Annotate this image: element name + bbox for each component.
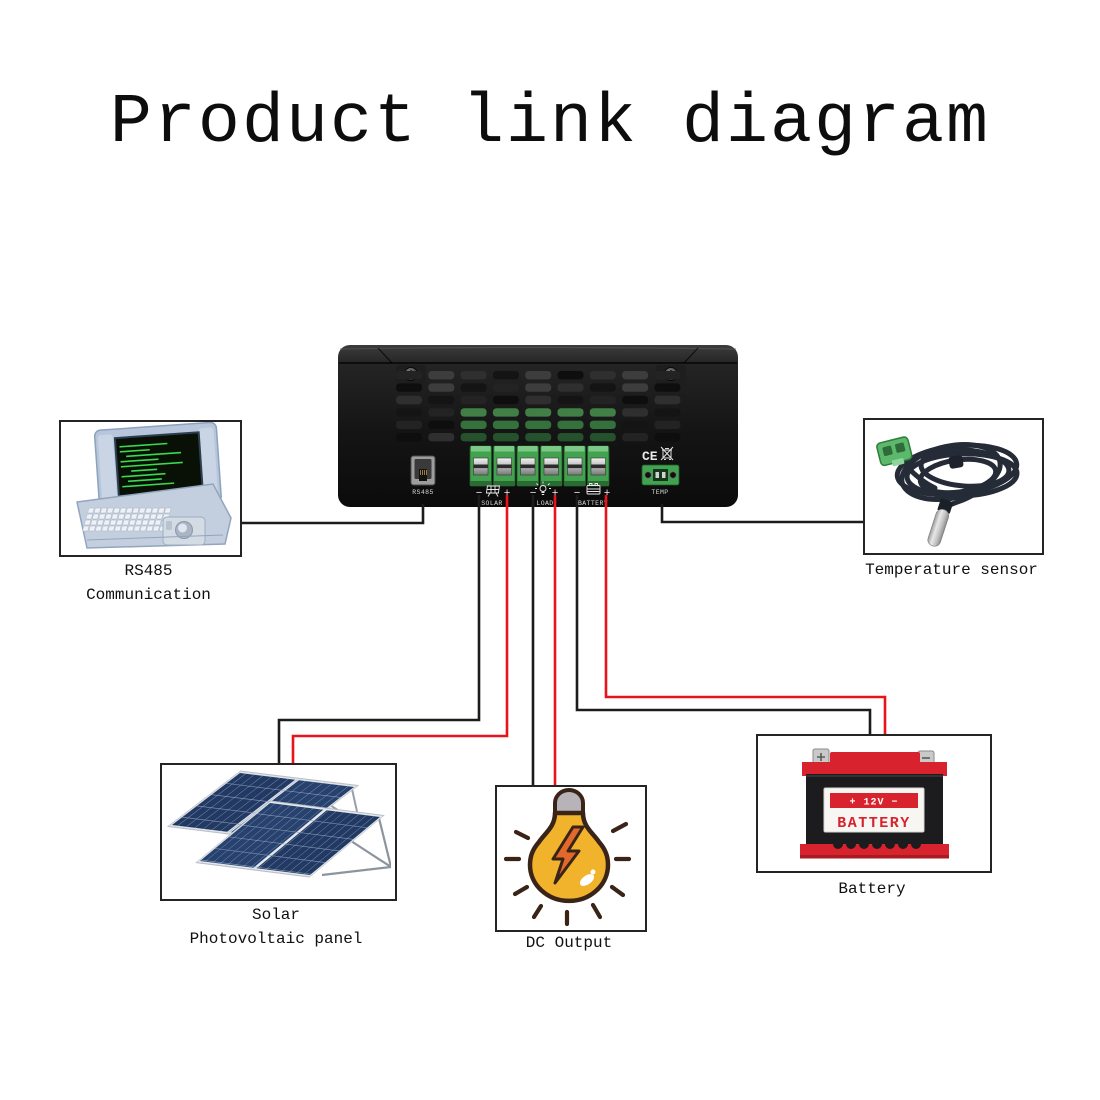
temperature-sensor-label: Temperature sensor <box>865 561 1038 579</box>
light-bulb-icon <box>503 788 632 927</box>
battery-cap-band <box>802 762 947 776</box>
rs485-port <box>410 455 436 486</box>
svg-text:LOAD: LOAD <box>536 500 553 507</box>
terminal-block <box>493 445 516 487</box>
plus-marking <box>817 753 825 761</box>
svg-text:BATTERY: BATTERY <box>578 500 608 507</box>
svg-text:+: + <box>604 488 611 500</box>
wire-battery-minus <box>575 495 872 734</box>
battery-base-notches <box>833 839 921 849</box>
lightning-bolt-icon <box>551 825 585 885</box>
lid-highlight <box>339 346 737 350</box>
svg-text:−: − <box>530 488 537 500</box>
temp-port-label: TEMP <box>651 489 668 496</box>
temperature-sensor-box <box>863 418 1044 555</box>
svg-text:+: + <box>504 488 511 500</box>
battery-terminal-icon <box>586 483 601 495</box>
svg-text:SOLAR: SOLAR <box>481 500 503 507</box>
page-title: Product link diagram <box>109 84 991 163</box>
sensor-cable-coil <box>894 442 1020 509</box>
charge-controller-image: RS485 CE TEMP − <box>338 345 738 507</box>
computer-front-edge <box>86 534 224 541</box>
terminal-block <box>516 445 539 487</box>
dc-output-box <box>495 785 647 932</box>
svg-text:−: − <box>574 488 581 500</box>
svg-text:−: − <box>476 488 483 500</box>
bulb-highlight <box>579 874 595 886</box>
charge-controller: RS485 CE TEMP − <box>338 345 738 507</box>
battery-image: + 12V − BATTERY <box>800 748 949 859</box>
dc-output-label: DC Output <box>525 934 613 952</box>
bulb-rays <box>503 821 632 927</box>
terminal-row <box>469 445 610 487</box>
plate-stripe <box>830 793 918 808</box>
bulb-cap <box>553 788 585 815</box>
lid-notches <box>377 347 699 364</box>
ce-mark: CE <box>642 449 658 464</box>
svg-text:+: + <box>552 488 559 500</box>
vent-grid <box>396 371 681 442</box>
terminal-text-lines <box>119 442 183 488</box>
solar-panel-box <box>160 763 397 901</box>
computer-keyboard <box>82 507 172 532</box>
battery-base-shadow <box>800 855 949 859</box>
terminal-block <box>563 445 586 487</box>
temp-connector <box>641 464 680 486</box>
terminal-block <box>469 445 492 487</box>
rs485-port-label: RS485 <box>412 489 434 496</box>
wire-solar-minus <box>277 495 481 763</box>
battery-plate-name: BATTERY <box>837 815 911 832</box>
temperature-sensor-image <box>876 436 1020 547</box>
load-terminal-icon <box>535 481 551 495</box>
wire-battery-plus <box>604 495 887 734</box>
battery-box: + 12V − BATTERY <box>756 734 992 873</box>
solar-panel-image <box>166 770 393 878</box>
panel-grid <box>200 803 375 875</box>
terminal-block <box>540 445 563 487</box>
computer-trackball <box>162 516 206 546</box>
weee-icon <box>660 446 674 461</box>
solar-panel-front <box>195 800 385 878</box>
sensor-probe <box>927 498 954 547</box>
solar-terminal-icon <box>485 485 500 497</box>
computer-box <box>59 420 242 557</box>
sensor-connector <box>876 436 913 467</box>
wire-solar-plus <box>291 495 509 763</box>
panel-stand-front <box>321 817 393 877</box>
battery-voltage-text: + 12V − <box>849 798 898 809</box>
battery-label: Battery <box>838 880 906 898</box>
terminal-block <box>587 445 610 487</box>
bulb-highlight-dot <box>590 869 596 875</box>
computer-image <box>76 421 232 549</box>
load-terminal-legend: − + LOAD <box>530 481 559 507</box>
